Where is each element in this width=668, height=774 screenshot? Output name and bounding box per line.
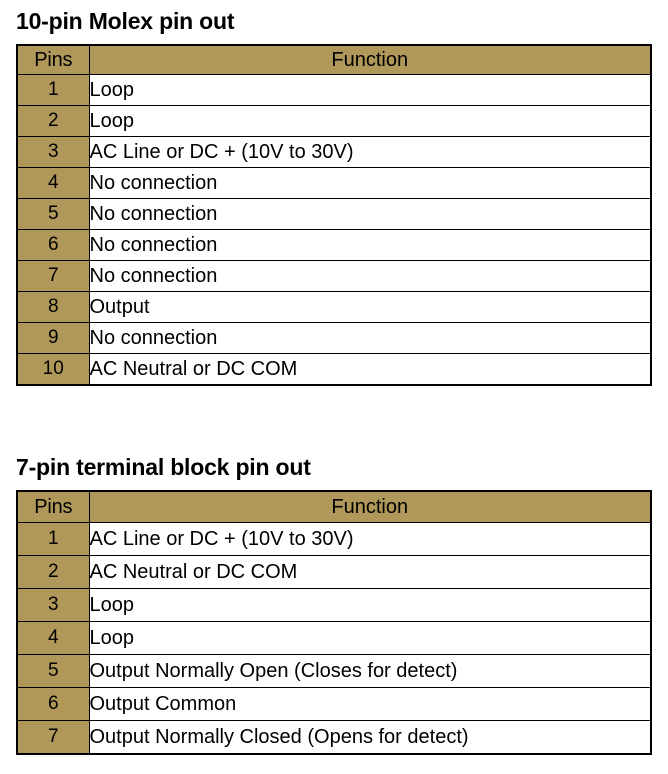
pin-number-cell: 3 [16, 136, 90, 168]
pin-function-cell: Output Normally Open (Closes for detect) [88, 654, 652, 688]
pin-number-cell: 8 [16, 291, 90, 323]
pin-function-cell: No connection [88, 260, 652, 292]
pin-number-cell: 4 [16, 621, 90, 655]
pin-function-cell: Loop [88, 74, 652, 106]
table-row: 1 AC Line or DC + (10V to 30V) [16, 522, 652, 556]
table-row: 2 AC Neutral or DC COM [16, 555, 652, 589]
pin-function-cell: Output Normally Closed (Opens for detect… [88, 720, 652, 755]
pin-function-cell: AC Line or DC + (10V to 30V) [88, 136, 652, 168]
table-row: 5 No connection [16, 198, 652, 230]
pin-number-cell: 6 [16, 229, 90, 261]
table-row: 10 AC Neutral or DC COM [16, 353, 652, 386]
table-row: 6 No connection [16, 229, 652, 261]
pin-number-cell: 2 [16, 105, 90, 137]
pin-function-cell: No connection [88, 198, 652, 230]
pin-number-cell: 7 [16, 260, 90, 292]
column-header-pins: Pins [16, 44, 90, 75]
pin-function-cell: No connection [88, 322, 652, 354]
pin-number-cell: 5 [16, 654, 90, 688]
section-terminal-block-pinout: 7-pin terminal block pin out Pins Functi… [0, 440, 668, 755]
table-row: 4 Loop [16, 621, 652, 655]
table-header-row: Pins Function [16, 44, 652, 75]
pin-number-cell: 6 [16, 687, 90, 721]
table-row: 7 Output Normally Closed (Opens for dete… [16, 720, 652, 755]
column-header-function: Function [88, 490, 652, 523]
pin-function-cell: Loop [88, 621, 652, 655]
column-header-function: Function [88, 44, 652, 75]
pin-function-cell: AC Neutral or DC COM [88, 353, 652, 386]
table-row: 3 AC Line or DC + (10V to 30V) [16, 136, 652, 168]
table-row: 1 Loop [16, 74, 652, 106]
table-row: 3 Loop [16, 588, 652, 622]
pin-number-cell: 1 [16, 74, 90, 106]
pin-function-cell: No connection [88, 167, 652, 199]
terminal-block-pinout-table: Pins Function 1 AC Line or DC + (10V to … [16, 490, 652, 755]
pin-function-cell: AC Neutral or DC COM [88, 555, 652, 589]
pin-function-cell: Loop [88, 588, 652, 622]
table-row: 5 Output Normally Open (Closes for detec… [16, 654, 652, 688]
table-row: 2 Loop [16, 105, 652, 137]
pin-number-cell: 4 [16, 167, 90, 199]
pin-number-cell: 3 [16, 588, 90, 622]
molex-pinout-table: Pins Function 1 Loop 2 Loop 3 AC Line or… [16, 44, 652, 386]
table-header-row: Pins Function [16, 490, 652, 523]
pin-function-cell: Output Common [88, 687, 652, 721]
pin-number-cell: 7 [16, 720, 90, 755]
pin-function-cell: Output [88, 291, 652, 323]
pin-number-cell: 1 [16, 522, 90, 556]
pin-number-cell: 9 [16, 322, 90, 354]
table-row: 7 No connection [16, 260, 652, 292]
page-title-terminal-block: 7-pin terminal block pin out [16, 454, 311, 480]
pin-function-cell: AC Line or DC + (10V to 30V) [88, 522, 652, 556]
pin-function-cell: No connection [88, 229, 652, 261]
section-molex-pinout: 10-pin Molex pin out Pins Function 1 Loo… [0, 0, 668, 386]
table-row: 4 No connection [16, 167, 652, 199]
column-header-pins: Pins [16, 490, 90, 523]
table-row: 6 Output Common [16, 687, 652, 721]
table-row: 8 Output [16, 291, 652, 323]
pin-number-cell: 5 [16, 198, 90, 230]
table-row: 9 No connection [16, 322, 652, 354]
pin-number-cell: 2 [16, 555, 90, 589]
pin-function-cell: Loop [88, 105, 652, 137]
page-title-molex: 10-pin Molex pin out [16, 8, 235, 34]
pin-number-cell: 10 [16, 353, 90, 386]
